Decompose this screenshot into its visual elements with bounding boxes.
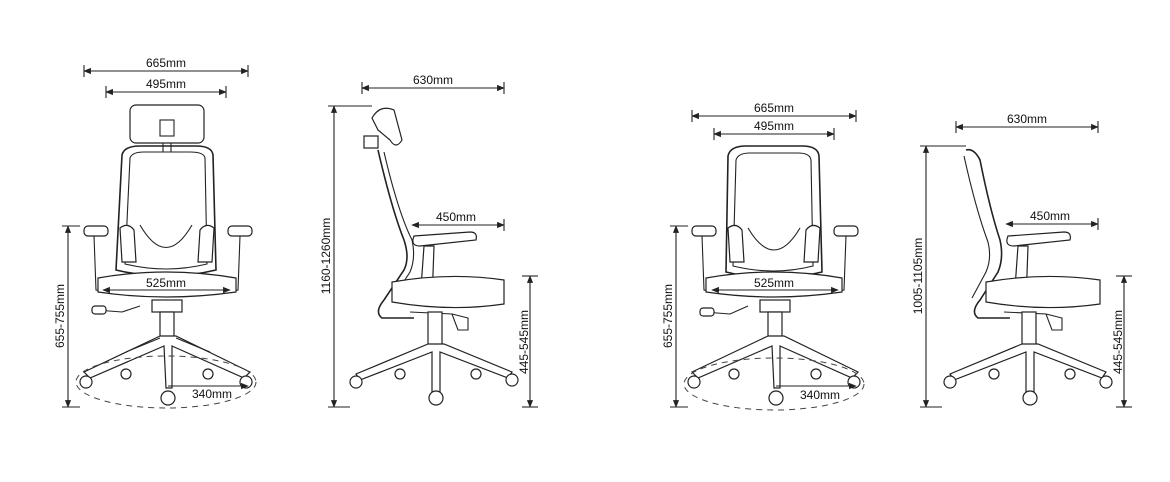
dim-back-width: 495mm: [105, 77, 227, 98]
label-base-radius: 340mm: [192, 387, 232, 401]
gas-lift: [159, 311, 175, 339]
label-seat-width-2: 525mm: [754, 276, 794, 290]
dim-depth-2: 630mm: [955, 112, 1099, 133]
label-total-height: 1160-1260mm: [319, 218, 333, 295]
label-back-width: 495mm: [146, 77, 186, 91]
gas-lift-side: [427, 311, 443, 347]
label-seat-width: 525mm: [146, 276, 186, 290]
star-base-2: [683, 335, 865, 411]
backrest-side-inner: [383, 151, 415, 301]
dim-depth: 630mm: [361, 73, 505, 94]
label-seat-height: 445-545mm: [517, 310, 531, 374]
seat-side: [391, 275, 505, 309]
dim-back-width-2: 495mm: [713, 119, 835, 140]
dim-base-radius-2: 340mm: [776, 382, 857, 402]
label-depth: 630mm: [413, 73, 453, 87]
headrest-clip: [363, 135, 379, 149]
armrest-left-2: [691, 224, 745, 293]
armrest-side-2: [1006, 231, 1071, 247]
label-arm-height: 655-755mm: [53, 284, 67, 348]
dim-seat-height-2: 445-545mm: [1111, 275, 1132, 408]
lever-knob: [91, 305, 107, 315]
midback-front-view: 665mm 495mm 525mm: [661, 101, 865, 411]
label-back-width-2: 495mm: [754, 119, 794, 133]
dim-seat-width-2: 525mm: [711, 276, 839, 294]
star-base-side: [349, 343, 519, 406]
label-seat-depth-2: 450mm: [1030, 209, 1070, 223]
label-overall-width: 665mm: [146, 56, 186, 70]
dim-arm-height: 655-755mm: [53, 225, 80, 408]
label-base-radius-2: 340mm: [800, 388, 840, 402]
dim-base-radius: 340mm: [168, 382, 249, 401]
mechanism-2: [759, 299, 791, 313]
label-seat-depth: 450mm: [436, 210, 476, 224]
backrest-side-2: [965, 148, 1010, 319]
dim-seat-height: 445-545mm: [517, 275, 538, 408]
star-base-side-2: [943, 343, 1113, 406]
mechanism-side-2: [1003, 311, 1063, 331]
dim-arm-height-2: 655-755mm: [661, 225, 688, 408]
dim-overall-width-2: 665mm: [691, 101, 857, 122]
label-total-height-2: 1005-1105mm: [911, 238, 925, 315]
seat-side-2: [985, 275, 1101, 309]
armrest-left: [83, 224, 137, 293]
backrest-side-inner-2: [963, 155, 991, 299]
dim-total-height-2: 1005-1105mm: [911, 145, 966, 408]
gas-lift-2: [767, 311, 783, 339]
mechanism: [151, 299, 183, 313]
label-depth-2: 630mm: [1007, 112, 1047, 126]
highback-front-view: 665mm 495mm: [53, 56, 257, 409]
lever-knob-2: [699, 307, 715, 317]
dim-seat-width: 525mm: [102, 276, 231, 294]
label-seat-height-2: 445-545mm: [1111, 310, 1125, 374]
dim-overall-width: 665mm: [83, 56, 249, 77]
armrest-side: [412, 231, 477, 247]
gas-lift-side-2: [1021, 311, 1037, 347]
backrest-side: [377, 149, 414, 319]
midback-side-view: 630mm 1005-1105mm 450mm: [911, 112, 1132, 408]
dim-seat-depth: 450mm: [411, 210, 505, 231]
label-arm-height-2: 655-755mm: [661, 284, 675, 348]
mechanism-side: [409, 311, 469, 331]
headrest-side: [371, 107, 403, 146]
headrest: [129, 104, 205, 152]
dim-total-height: 1160-1260mm: [319, 105, 372, 408]
dim-seat-depth-2: 450mm: [1005, 209, 1099, 230]
label-overall-width-2: 665mm: [754, 101, 794, 115]
highback-side-view: 630mm 1160-1260mm 450mm: [319, 73, 538, 408]
